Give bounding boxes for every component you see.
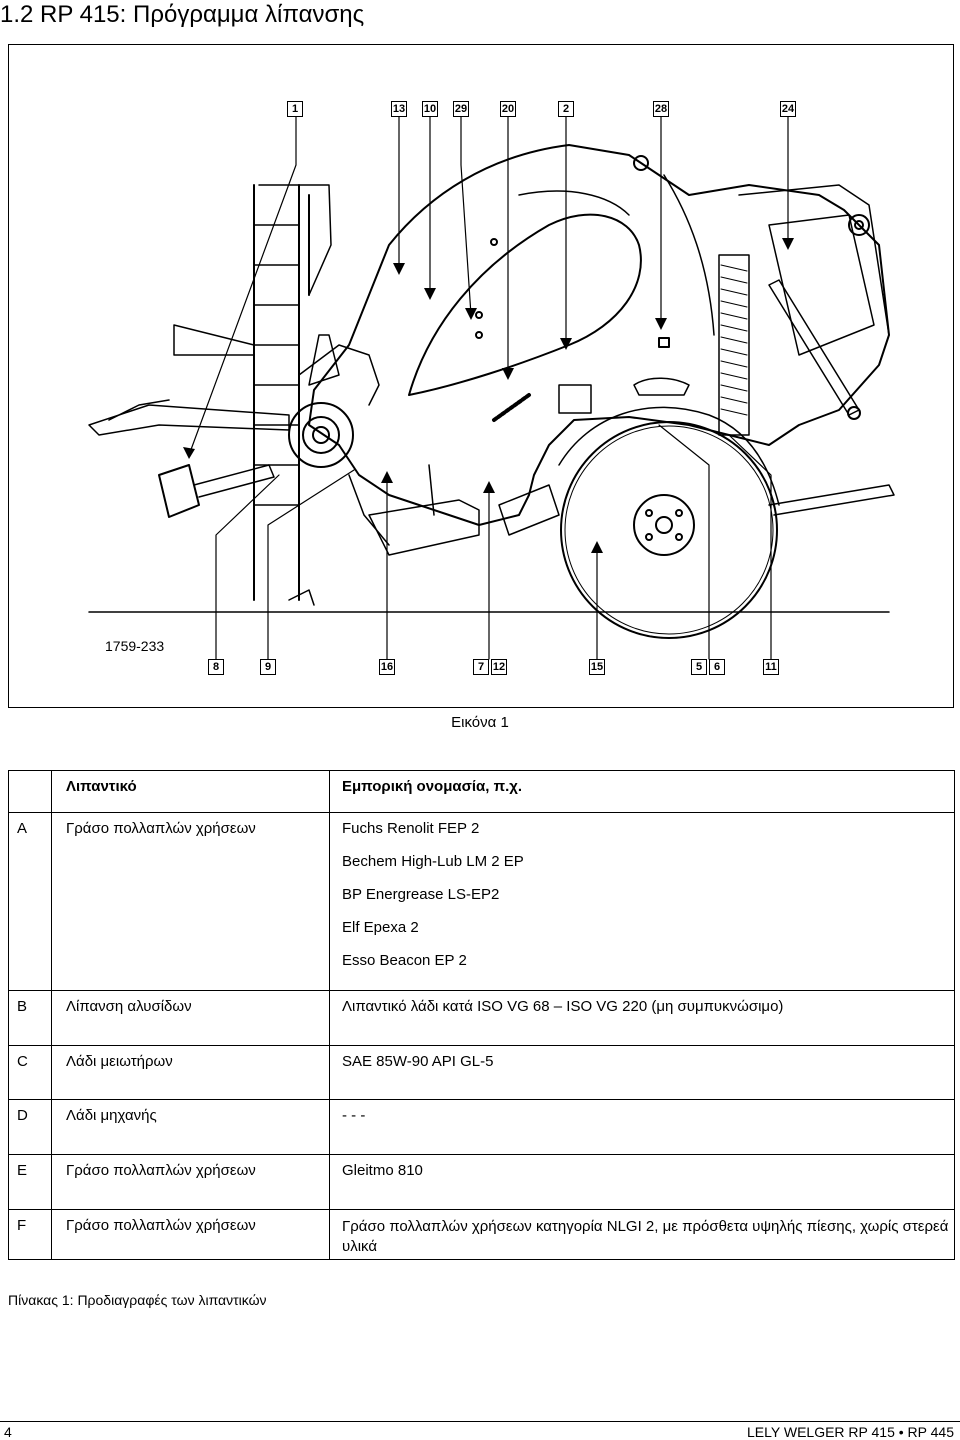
callout-28: 28 [653,101,669,117]
footer-divider [0,1421,960,1422]
row-products: - - - [329,1099,955,1155]
row-type: Γράσο πολλαπλών χρήσεων [51,1209,330,1260]
row-products: Gleitmo 810 [329,1154,955,1210]
table-row: C Λάδι μειωτήρων SAE 85W-90 API GL-5 [8,1045,955,1100]
callout-29: 29 [453,101,469,117]
table-row: E Γράσο πολλαπλών χρήσεων Gleitmo 810 [8,1154,955,1210]
figure-caption: Εικόνα 1 [451,714,509,731]
callout-5: 5 [691,659,707,675]
row-products: Γράσο πολλαπλών χρήσεων κατηγορία NLGI 2… [329,1209,955,1260]
footer-brand: LELY WELGER RP 415 • RP 445 [747,1424,954,1440]
callout-20: 20 [500,101,516,117]
drawing-code: 1759-233 [105,638,165,654]
row-key: E [8,1154,52,1210]
baler-lubrication-figure: 1 13 10 29 20 2 28 24 1759-233 8 9 16 7 … [8,44,954,708]
header-lubricant: Λιπαντικό [51,770,330,813]
callout-9: 9 [260,659,276,675]
callout-2: 2 [558,101,574,117]
table-header-row: Λιπαντικό Εμπορική ονομασία, π.χ. [8,770,955,813]
section-heading: 1.2 RP 415: Πρόγραμμα λίπανσης [0,1,365,28]
product-name: Esso Beacon EP 2 [342,952,467,969]
product-name: Elf Epexa 2 [342,919,419,936]
callout-16: 16 [379,659,395,675]
callout-13: 13 [391,101,407,117]
callout-12: 12 [491,659,507,675]
row-products: Λιπαντικό λάδι κατά ISO VG 68 – ISO VG 2… [329,990,955,1046]
table-caption: Πίνακας 1: Προδιαγραφές των λιπαντικών [8,1292,267,1308]
product-name: Fuchs Renolit FEP 2 [342,820,480,837]
table-row: D Λάδι μηχανής - - - [8,1099,955,1155]
row-type: Λάδι μηχανής [51,1099,330,1155]
row-type: Γράσο πολλαπλών χρήσεων [51,812,330,991]
table-row: A Γράσο πολλαπλών χρήσεων Fuchs Renolit … [8,812,955,991]
product-name: Bechem High-Lub LM 2 EP [342,853,524,870]
baler-drawing [88,116,895,660]
row-key: A [8,812,52,991]
row-key: C [8,1045,52,1100]
table-row: F Γράσο πολλαπλών χρήσεων Γράσο πολλαπλώ… [8,1209,955,1260]
callout-1: 1 [287,101,303,117]
table-row: B Λίπανση αλυσίδων Λιπαντικό λάδι κατά I… [8,990,955,1046]
row-type: Λάδι μειωτήρων [51,1045,330,1100]
row-key: F [8,1209,52,1260]
page-number: 4 [4,1424,12,1440]
lubricant-table: Λιπαντικό Εμπορική ονομασία, π.χ. A Γράσ… [8,770,955,1260]
row-products: Fuchs Renolit FEP 2 Bechem High-Lub LM 2… [329,812,955,991]
row-key: D [8,1099,52,1155]
callout-7: 7 [473,659,489,675]
callout-11: 11 [763,659,779,675]
product-name: BP Energrease LS-EP2 [342,886,500,903]
row-type: Γράσο πολλαπλών χρήσεων [51,1154,330,1210]
header-trade-name: Εμπορική ονομασία, π.χ. [329,770,955,813]
row-type: Λίπανση αλυσίδων [51,990,330,1046]
row-products: SAE 85W-90 API GL-5 [329,1045,955,1100]
header-key-cell [8,770,52,813]
callout-15: 15 [589,659,605,675]
callout-24: 24 [780,101,796,117]
callout-10: 10 [422,101,438,117]
callout-6: 6 [709,659,725,675]
row-key: B [8,990,52,1046]
callout-8: 8 [208,659,224,675]
